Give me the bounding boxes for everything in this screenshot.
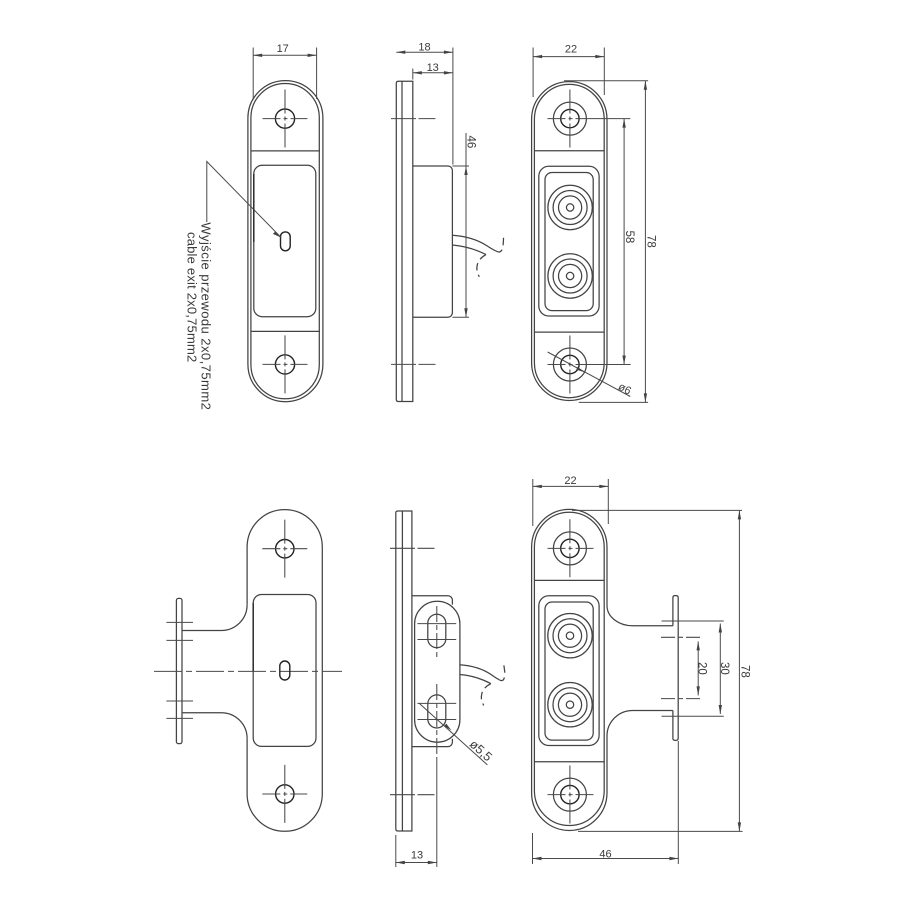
svg-text:46: 46 [465,136,477,149]
svg-text:13: 13 [411,850,423,862]
svg-text:Wyjście przewodu 2x0,75mm2: Wyjście przewodu 2x0,75mm2 [199,222,214,410]
svg-text:18: 18 [418,42,430,54]
svg-text:30: 30 [718,662,730,675]
svg-text:22: 22 [564,475,576,487]
svg-text:78: 78 [739,665,751,678]
svg-text:20: 20 [696,662,708,675]
svg-text:cable exit 2x0,75mm2: cable exit 2x0,75mm2 [185,232,200,362]
svg-text:13: 13 [427,62,439,74]
svg-text:22: 22 [565,44,577,56]
svg-text:58: 58 [623,231,635,244]
svg-text:78: 78 [644,235,656,248]
svg-text:ø6: ø6 [616,381,633,398]
svg-text:17: 17 [277,43,289,55]
svg-text:46: 46 [599,849,611,861]
